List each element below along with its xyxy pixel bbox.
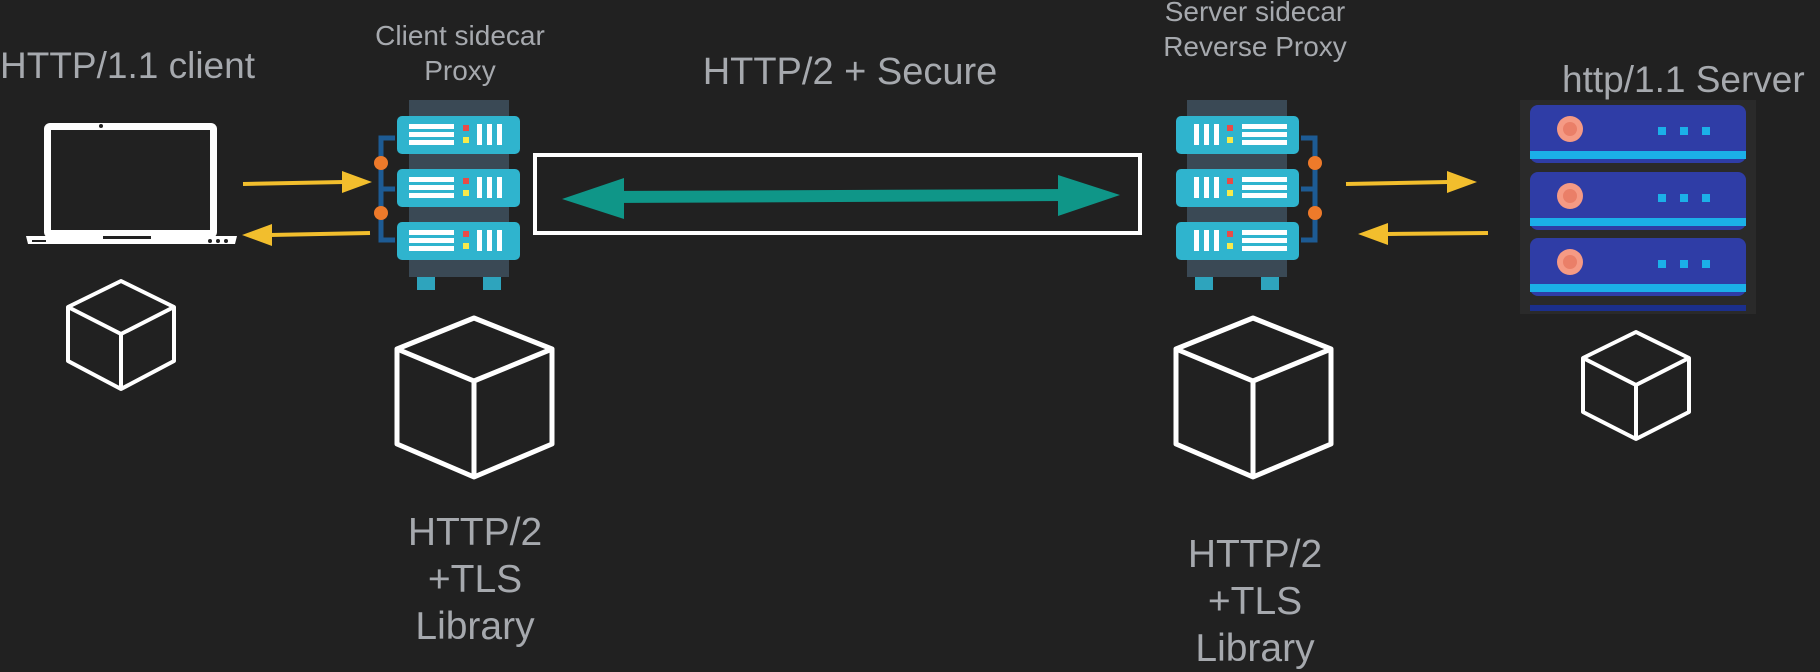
server-proxy-library-cube-icon: [1173, 315, 1334, 480]
server-proxy-label-line-1: Server sidecar: [1164, 0, 1346, 27]
client-cube-icon: [66, 279, 176, 391]
secure-channel-label: HTTP/2 + Secure: [702, 51, 998, 93]
secure-bidirectional-arrow: [562, 175, 1120, 219]
library-label-line-2: +TLS: [1207, 580, 1303, 623]
client-proxy-library-label: HTTP/2 +TLS Library: [370, 509, 580, 650]
secure-tunnel-box: [533, 153, 1142, 235]
client-proxy-library-cube-icon: [394, 315, 555, 480]
client-request-arrow: [242, 171, 372, 193]
client-proxy-label-line-1: Client sidecar: [375, 20, 545, 51]
client-proxy-label: Client sidecar Proxy: [350, 18, 570, 88]
library-label-line-2: +TLS: [427, 558, 523, 601]
server-proxy-label: Server sidecar Reverse Proxy: [1130, 0, 1380, 64]
server-proxy-library-label: HTTP/2 +TLS Library: [1150, 531, 1360, 672]
reverse-proxy-server-rack-icon: [1176, 100, 1322, 290]
client-label: HTTP/1.1 client: [0, 45, 255, 86]
library-label-line-1: HTTP/2: [407, 511, 543, 554]
server-request-arrow: [1345, 171, 1477, 193]
laptop-icon: [26, 123, 237, 244]
proxy-server-rack-icon: [374, 100, 520, 290]
client-response-arrow: [242, 224, 371, 246]
server-cube-icon: [1581, 330, 1691, 441]
server-label: http/1.1 Server: [1562, 59, 1805, 100]
server-rack-icon: [1520, 100, 1756, 314]
client-proxy-label-line-2: Proxy: [424, 55, 496, 86]
library-label-line-3: Library: [1195, 627, 1315, 670]
library-label-line-3: Library: [415, 605, 535, 648]
library-label-line-1: HTTP/2: [1187, 533, 1323, 576]
server-response-arrow: [1358, 223, 1489, 245]
server-proxy-label-line-2: Reverse Proxy: [1163, 31, 1347, 62]
